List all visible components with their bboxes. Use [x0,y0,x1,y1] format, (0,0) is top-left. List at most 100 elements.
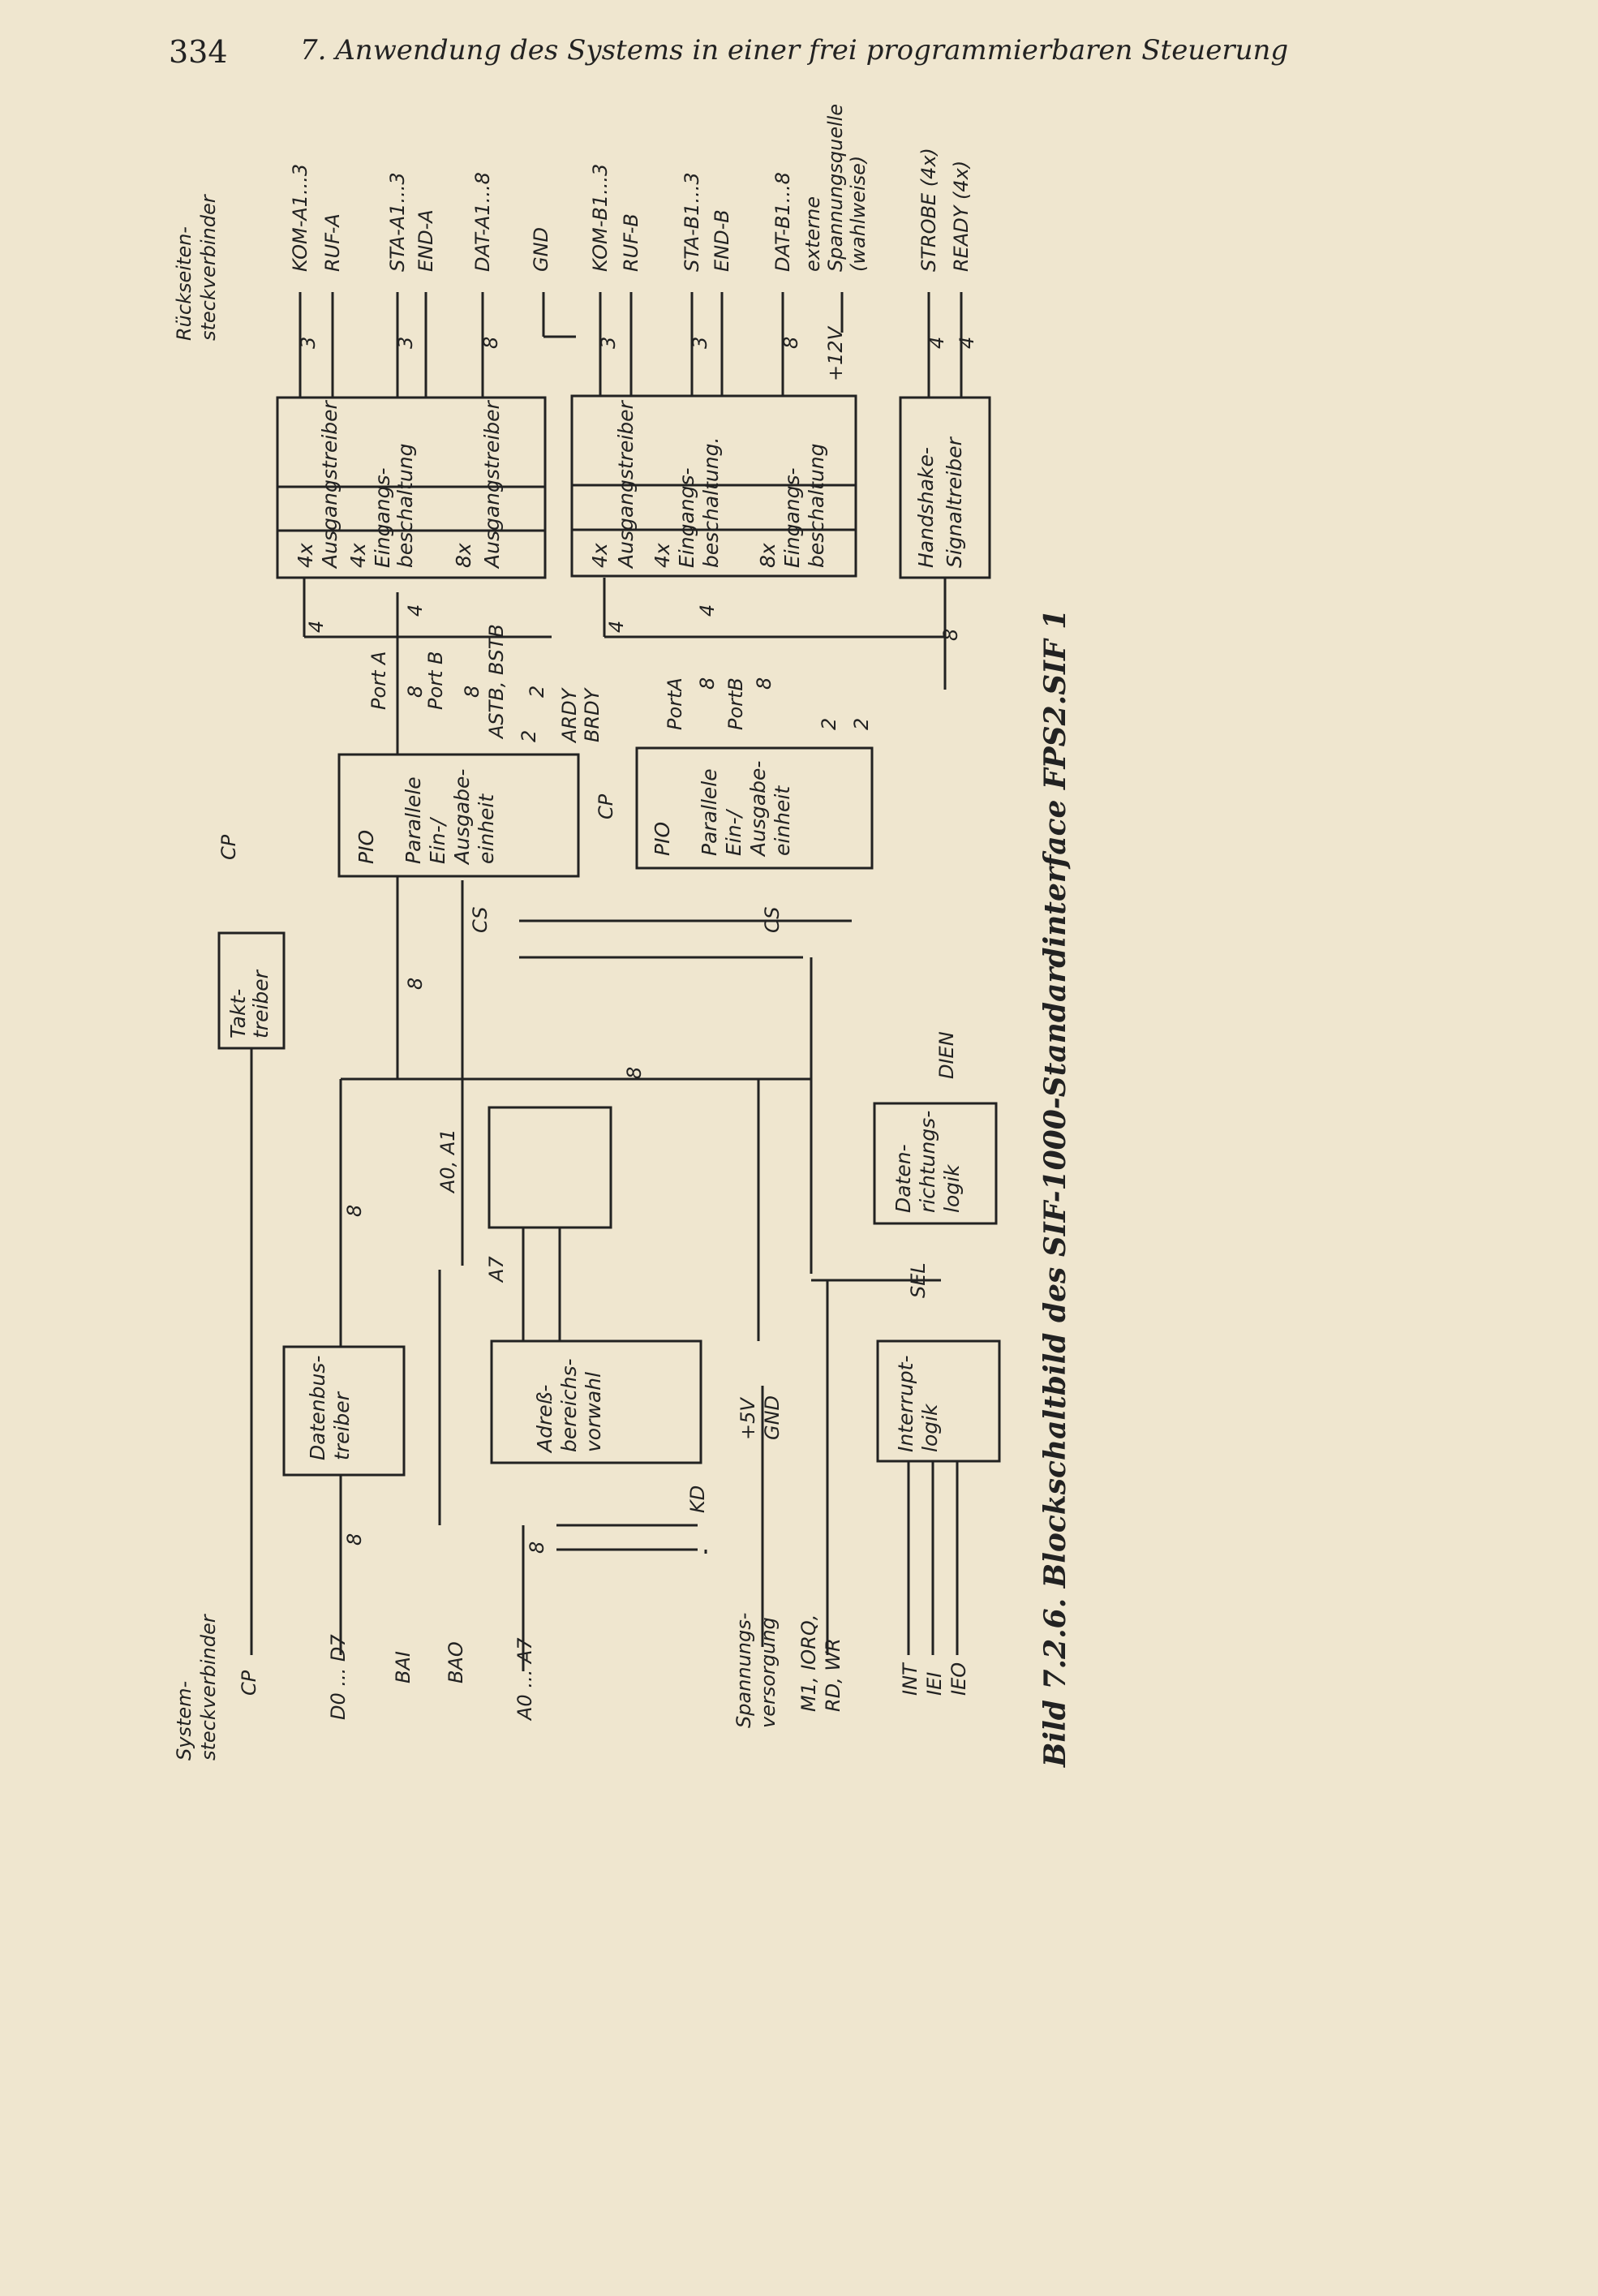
block-b-in8-label1: Eingangs- [780,467,804,568]
block-richtung-frame [873,1102,998,1225]
interrupt-l2: logik [918,1403,942,1452]
out-ruf-a: RUF-A [321,213,344,272]
svg-text:4x: 4x [294,543,317,568]
block-b-out4-count: 4x [588,543,612,568]
bus-width-kom-a: 3 [297,337,320,349]
richtung-l1: Daten- [891,1144,915,1213]
in-int: INT [899,1662,921,1696]
bus-width-b-out4: 4 [605,621,628,633]
sig-port-a2: PortA [664,677,686,730]
sig-astb: ASTB, BSTB [485,624,508,740]
block-b-out4-label: Ausgangstreiber [614,399,638,570]
bus-width-ardy: 2 [518,730,540,742]
sig-ardy: ARDY [558,686,581,744]
bus-width-a-in4: 4 [404,604,427,617]
takt-l1: Takt- [226,989,250,1038]
block-a-in4-label2: beschaltung [393,444,417,569]
richtung-l2: richtungs- [916,1111,939,1213]
block-b-in8-label2: beschaltung [805,444,828,569]
bus-width-system-data: 8 [343,1533,366,1546]
bus-width-strobe: 4 [926,337,948,349]
bus-width-handshake: 8 [939,629,962,641]
in-bai: BAI [392,1651,415,1683]
bus-width-dat-a: 8 [479,337,502,349]
pio-b-l1: PIO [651,822,674,856]
interrupt-l1: Interrupt- [894,1356,917,1453]
sig-port-a: Port A [367,651,390,710]
system-connector-l2: steckverbinder [197,1613,220,1761]
page-number: 334 [169,34,228,70]
sig-brdy: BRDY [581,686,604,742]
out-kom-a: KOM-A1...3 [289,164,311,272]
ext-supply-l1: externe [801,196,824,272]
bus-width-internal: 8 [623,1067,646,1079]
bus-width-b-in4: 4 [696,604,719,617]
sig-cp-b: CP [595,793,617,819]
block-b-in4-count: 4x [651,543,674,568]
bus-width-kom-b: 3 [597,337,620,349]
block-a-out8-count: 8x [452,543,475,568]
block-a-out4-count: 4x [294,543,317,568]
sig-cs-a: CS [469,907,492,933]
out-strobe: STROBE (4x) [917,148,940,272]
out-gnd: GND [530,227,552,272]
ext-supply-l2: Spannungsquelle [824,104,847,272]
block-decoder-frame [488,1106,612,1229]
bus-width-handshake-1: 2 [818,718,840,730]
bus-width-sta-a: 3 [394,337,417,349]
figure-caption: Bild 7.2.6. Blockschaltbild des SIF-1000… [1038,608,1072,1767]
takt-l2: treiber [249,969,273,1038]
adress-l1: Adreß- [533,1385,556,1454]
in-supply-l1: Spannungs- [732,1613,755,1728]
out-sta-b: STA-B1...3 [681,172,703,272]
out-sta-a: STA-A1...3 [386,172,409,272]
in-bao: BAO [445,1641,467,1683]
pio-b-l3: Ein-/ [722,808,745,856]
out-ready: READY (4x) [950,161,973,272]
bus-width-dat-b: 8 [780,337,802,349]
pio-b-l2: Parallele [698,768,721,856]
block-datenbus-frame [282,1345,406,1477]
bus-width-pio-a-data: 8 [404,978,427,990]
block-b-in8-count: 8x [756,543,780,568]
block-interrupt-frame [876,1339,1001,1463]
datenbus-l1: Datenbus- [306,1356,329,1460]
block-a-out4-label: Ausgangstreiber [318,399,342,570]
pio-a-l4: Ausgabe- [450,769,474,866]
bus-width-handshake-2: 2 [850,718,873,730]
sig-port-b: Port B [424,651,447,710]
out-ruf-b: RUF-B [620,213,642,272]
adress-l2: bereichs- [557,1359,581,1453]
v12-label: +12V [824,325,847,381]
sig-kd: KD [686,1486,709,1513]
in-iei: IEI [923,1672,946,1696]
out-end-b: END-B [711,209,733,272]
block-b-in4-label2: beschaltung. [699,437,723,568]
in-cp: CP [238,1670,260,1696]
pio-a-l2: Parallele [402,776,425,864]
block-b-in4-label1: Eingangs- [675,467,698,568]
bus-width-port-a: 8 [404,686,427,698]
bus-width-port-b2: 8 [753,677,775,690]
block-pio-a-frame [337,753,580,878]
bus-width-a-out4: 4 [305,621,328,633]
block-a-in4-label1: Eingangs- [371,467,394,568]
out-end-a: END-A [415,209,437,272]
out-dat-a: DAT-A1...8 [471,172,494,272]
bus-width-datenbus: 8 [343,1205,366,1217]
adress-l3: vorwahl [582,1372,605,1452]
block-adress-frame [490,1339,702,1464]
pio-b-l4: Ausgabe- [746,761,770,858]
pio-a-l5: einheit [475,793,498,864]
ext-supply-l3: (wahlweise) [847,156,870,272]
in-ctrl-l1: M1, IORQ, [797,1615,820,1712]
sig-dien: DIEN [935,1031,958,1079]
bus-width-port-a2: 8 [696,677,719,690]
pio-a-l3: Ein-/ [426,816,449,864]
bus-width-port-b: 8 [461,686,483,698]
sig-sel: SEL [907,1262,930,1298]
block-handshake-label1: Handshake- [914,447,938,568]
